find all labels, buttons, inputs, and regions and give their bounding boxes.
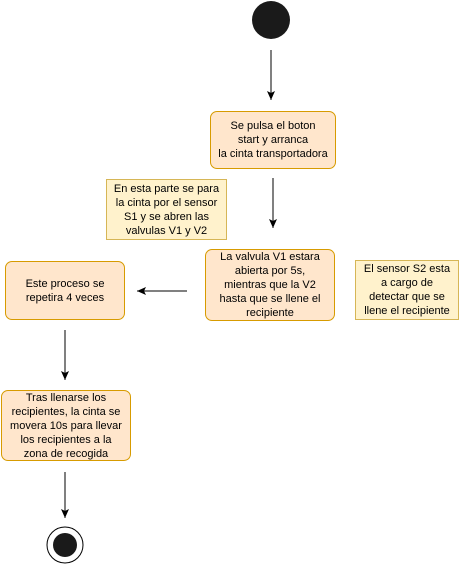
- note-sensor-s2: El sensor S2 esta a cargo de detectar qu…: [355, 260, 459, 320]
- note-stop-sensor: En esta parte se para la cinta por el se…: [106, 179, 227, 240]
- activity-repeat: Este proceso se repetira 4 veces: [5, 261, 125, 320]
- final-node-core: [53, 533, 77, 557]
- activity-transport: Tras llenarse los recipientes, la cinta …: [1, 390, 131, 461]
- activity-valves: La valvula V1 estara abierta por 5s, mie…: [205, 249, 335, 321]
- initial-node: [252, 1, 290, 39]
- activity-start-conveyor: Se pulsa el boton start y arranca la cin…: [210, 111, 336, 169]
